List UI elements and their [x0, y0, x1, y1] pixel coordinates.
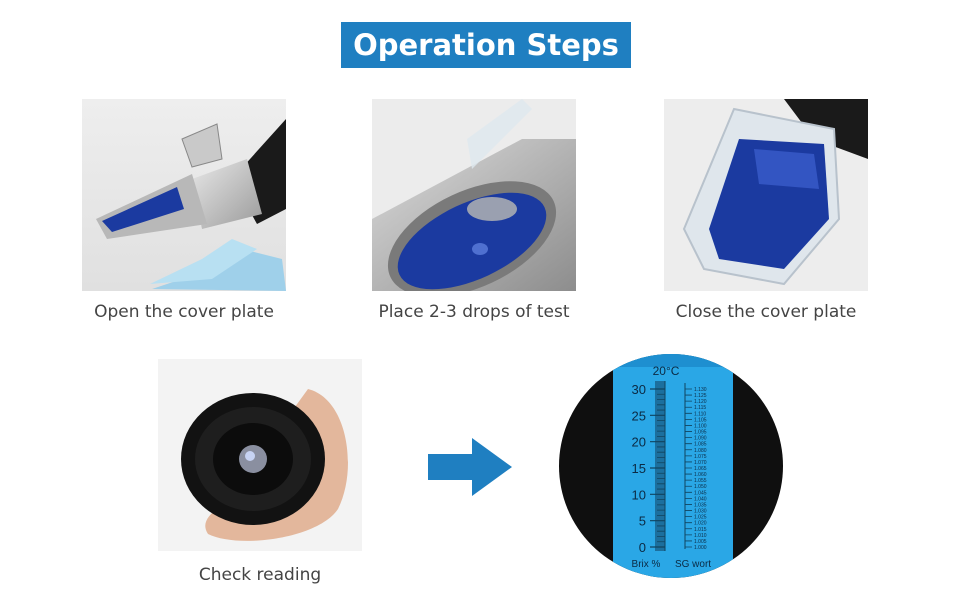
page-title: Operation Steps	[341, 22, 631, 68]
sg-tick-label: 1.080	[694, 448, 707, 454]
sg-tick-label: 1.070	[694, 460, 707, 466]
sg-tick-label: 1.130	[694, 387, 707, 393]
sg-tick-label: 1.090	[694, 436, 707, 442]
temperature-label: 20°C	[653, 364, 680, 378]
step-3-photo	[664, 99, 868, 291]
sg-tick-label: 1.085	[694, 442, 707, 448]
step-1-caption: Open the cover plate	[94, 302, 274, 322]
sg-tick-label: 1.100	[694, 423, 707, 429]
sg-tick-label: 1.065	[694, 466, 707, 472]
step-4-photo	[158, 359, 362, 551]
step-1-photo	[82, 99, 286, 291]
brix-tick-label: 0	[639, 540, 646, 555]
sg-tick-label: 1.125	[694, 393, 707, 399]
sg-tick-label: 1.025	[694, 515, 707, 521]
sg-tick-label: 1.000	[694, 545, 707, 551]
sg-tick-label: 1.010	[694, 533, 707, 539]
sg-tick-label: 1.075	[694, 454, 707, 460]
sg-tick-label: 1.035	[694, 502, 707, 508]
sg-tick-label: 1.120	[694, 399, 707, 405]
brix-tick-label: 10	[632, 487, 646, 502]
sg-tick-label: 1.095	[694, 430, 707, 436]
sg-tick-label: 1.060	[694, 472, 707, 478]
sg-tick-label: 1.115	[694, 405, 706, 411]
brix-tick-label: 15	[632, 461, 646, 476]
sg-tick-label: 1.045	[694, 490, 707, 496]
sg-tick-label: 1.105	[694, 417, 707, 423]
sg-tick-label: 1.055	[694, 478, 707, 484]
brix-axis-label: Brix %	[632, 559, 661, 570]
sg-tick-label: 1.005	[694, 539, 707, 545]
arrow-right-icon	[428, 438, 512, 496]
step-2-photo	[372, 99, 576, 291]
step-2-caption: Place 2-3 drops of test	[378, 302, 570, 322]
brix-tick-label: 20	[632, 435, 646, 450]
brix-tick-label: 25	[632, 408, 646, 423]
sg-tick-label: 1.015	[694, 527, 707, 533]
sg-tick-label: 1.020	[694, 521, 707, 527]
step-3-caption: Close the cover plate	[675, 302, 857, 322]
brix-tick-label: 5	[639, 514, 646, 529]
sg-tick-label: 1.050	[694, 484, 707, 490]
sg-tick-label: 1.040	[694, 496, 707, 502]
sg-tick-label: 1.110	[694, 411, 706, 417]
sg-tick-label: 1.030	[694, 509, 707, 515]
step-4-caption: Check reading	[198, 565, 322, 585]
sg-axis-label: SG wort	[675, 559, 711, 570]
brix-tick-label: 30	[632, 382, 646, 397]
